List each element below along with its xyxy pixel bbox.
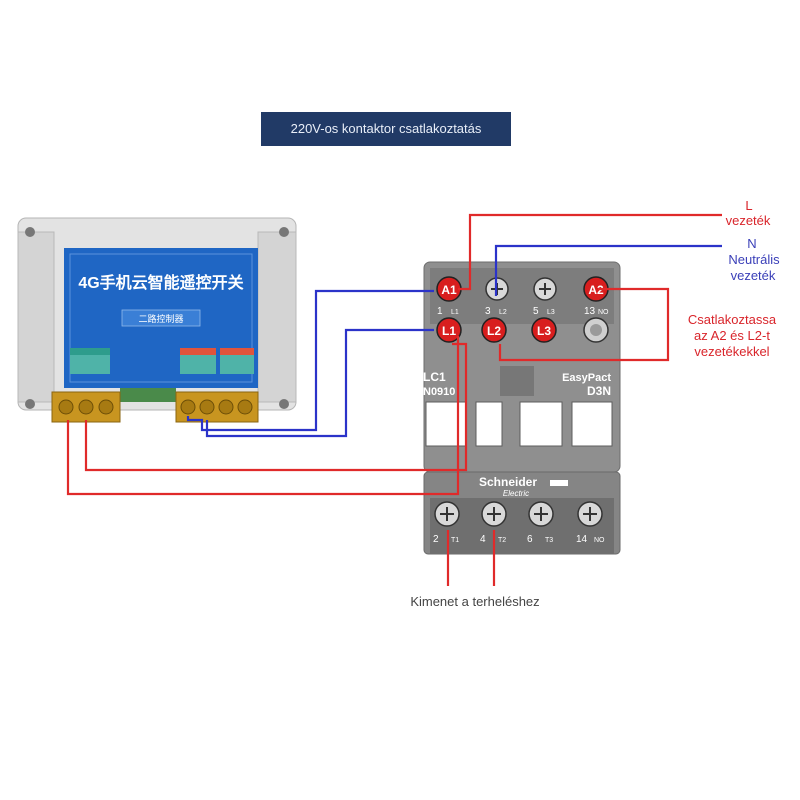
contactor-brand: Schneider [479, 475, 537, 489]
controller-wire-red-2 [66, 336, 460, 496]
wires [66, 213, 722, 586]
a2-l2-jumper [498, 287, 670, 362]
terminal-top-sub: L3 [547, 309, 555, 316]
label-neutral-wire: vezeték [730, 268, 776, 283]
terminal-top-number: 13 [584, 306, 596, 317]
contactor-model-right-2: D3N [587, 384, 611, 398]
terminal-marker-l1: L1 [436, 317, 462, 343]
terminal-top-number: 5 [533, 306, 539, 317]
screw-mid-right [583, 317, 609, 343]
contactor-brand-sub: Electric [503, 489, 529, 498]
terminal-bottom-number: 2 [433, 534, 439, 545]
label-n: N [747, 236, 757, 251]
terminal-marker-label: L2 [487, 324, 501, 338]
terminal-top-sub: NO [598, 309, 609, 316]
terminal-top-sub: L1 [451, 309, 459, 316]
screw-bottom-2 [434, 501, 460, 527]
terminal-bottom-sub: T1 [451, 537, 459, 544]
terminal-top-number: 3 [485, 306, 491, 317]
label-connect-2: az A2 és L2-t [694, 328, 770, 343]
label-connect-3: vezetékekkel [694, 344, 770, 359]
controller-wire-red-1 [84, 342, 468, 472]
terminal-top-sub: L2 [499, 309, 507, 316]
contactor-model-left-1: LC1 [423, 370, 446, 384]
terminal-bottom-sub: T3 [545, 537, 553, 544]
terminal-bottom-sub: NO [594, 537, 605, 544]
contactor-model-right-1: EasyPact [562, 372, 611, 384]
terminal-marker-a1: A1 [436, 276, 462, 302]
label-output: Kimenet a terheléshez [410, 594, 540, 609]
controller-heading: 4G手机云智能遥控开关 [78, 273, 243, 292]
terminal-marker-label: A1 [441, 283, 457, 297]
terminal-bottom-number: 14 [576, 534, 588, 545]
label-l: L [745, 198, 753, 213]
controller-wire-blue-1 [186, 289, 434, 432]
terminal-bottom-number: 4 [480, 534, 486, 545]
controller-wire-blue-2 [205, 328, 434, 438]
contactor-model-left-2: N0910 [423, 386, 455, 398]
neutral-wire-input [494, 244, 722, 296]
terminal-marker-label: L3 [537, 324, 551, 338]
screw-bottom-6 [528, 501, 554, 527]
terminal-marker-l3: L3 [531, 317, 557, 343]
label-l-wire: vezeték [725, 213, 771, 228]
label-connect-1: Csatlakoztassa [687, 312, 777, 327]
terminal-marker-label: A2 [588, 283, 604, 297]
screw-bottom-14 [577, 501, 603, 527]
screw-top-5 [533, 277, 557, 301]
terminal-marker-l2: L2 [481, 317, 507, 343]
terminal-marker-label: L1 [442, 324, 456, 338]
controller-module: 4G手机云智能遥控开关 二路控制器 [17, 217, 297, 423]
live-wire-input [458, 213, 722, 291]
contactor: LC1 N0910 EasyPact D3N Schneider Electri… [423, 261, 621, 555]
screw-bottom-4 [481, 501, 507, 527]
diagram-title: 220V-os kontaktor csatlakoztatás [261, 112, 511, 146]
label-neutral: Neutrális [728, 252, 780, 267]
terminal-bottom-sub: T2 [498, 537, 506, 544]
terminal-top-number: 1 [437, 306, 443, 317]
terminal-bottom-number: 6 [527, 534, 533, 545]
controller-subheading: 二路控制器 [138, 313, 183, 324]
